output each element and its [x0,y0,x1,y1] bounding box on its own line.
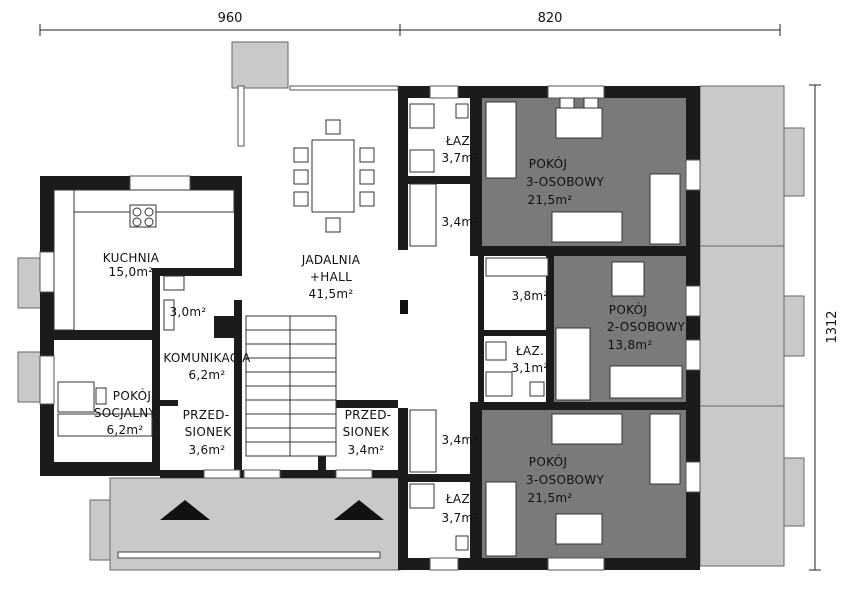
room-spizarnia-area: 3,0m² [169,305,206,319]
room-przedsionek2-area: 3,4m² [347,443,384,457]
furniture [53,97,683,557]
room-laz1-name: ŁAZ. [445,134,474,148]
dimension-top-left: 960 [218,11,243,26]
room-pokoj2-area: 13,8m² [607,338,652,352]
dimension-lines [39,24,821,571]
room-przedsionek2-name-1: PRZED- [345,408,392,422]
room-pokoj3a-name-2: 3-OSOBOWY [526,175,605,189]
room-przedsionek1-area: 3,6m² [188,443,225,457]
room-pokoj3b-name-1: POKÓJ [529,454,567,469]
room-pokoj3a-name-1: POKÓJ [529,156,567,171]
room-kuchnia-area: 15,0m² [108,265,153,279]
room-socjalny-name-1: POKÓJ [113,388,151,403]
room-jadalnia-area: 41,5m² [308,287,353,301]
room-pokoj2-name-2: 2-OSOBOWY [607,320,686,334]
entrance-arrows [160,500,384,520]
room-jadalnia-name-1: JADALNIA [301,253,361,267]
dimension-top-right: 820 [538,11,563,26]
room-pokoj2-name-1: POKÓJ [609,302,647,317]
room-socjalny-name-2: SOCJALNY [94,406,157,420]
room-komunikacja-area: 6,2m² [188,368,225,382]
room-przedsionek1-name-2: SIONEK [185,425,233,439]
entrance-step [117,551,381,559]
room-socjalny-area: 6,2m² [106,423,143,437]
room-laz3-area: 3,7m² [441,511,478,525]
room-laz2-name: ŁAZ. [515,344,544,358]
room-kuchnia-name: KUCHNIA [103,251,160,265]
room-jadalnia-name-2: +HALL [310,270,352,284]
room-hall2-area: 3,8m² [511,289,548,303]
room-hall3-area: 3,4m² [441,433,478,447]
room-laz1-area: 3,7m² [441,151,478,165]
room-pokoj3b-area: 21,5m² [527,491,572,505]
room-laz3-name: ŁAZ. [445,492,474,506]
column [400,300,408,314]
room-przedsionek1-name-1: PRZED- [183,408,230,422]
terraces [17,41,805,571]
dimension-right: 1312 [825,310,840,343]
room-pokoj3a-area: 21,5m² [527,193,572,207]
room-hall1-area: 3,4m² [441,215,478,229]
room-przedsionek2-name-2: SIONEK [343,425,391,439]
windows [39,85,701,571]
room-komunikacja-name: KOMUNIKACJA [163,351,251,365]
room-pokoj3b-name-2: 3-OSOBOWY [526,473,605,487]
room-laz2-area: 3,1m² [511,361,548,375]
